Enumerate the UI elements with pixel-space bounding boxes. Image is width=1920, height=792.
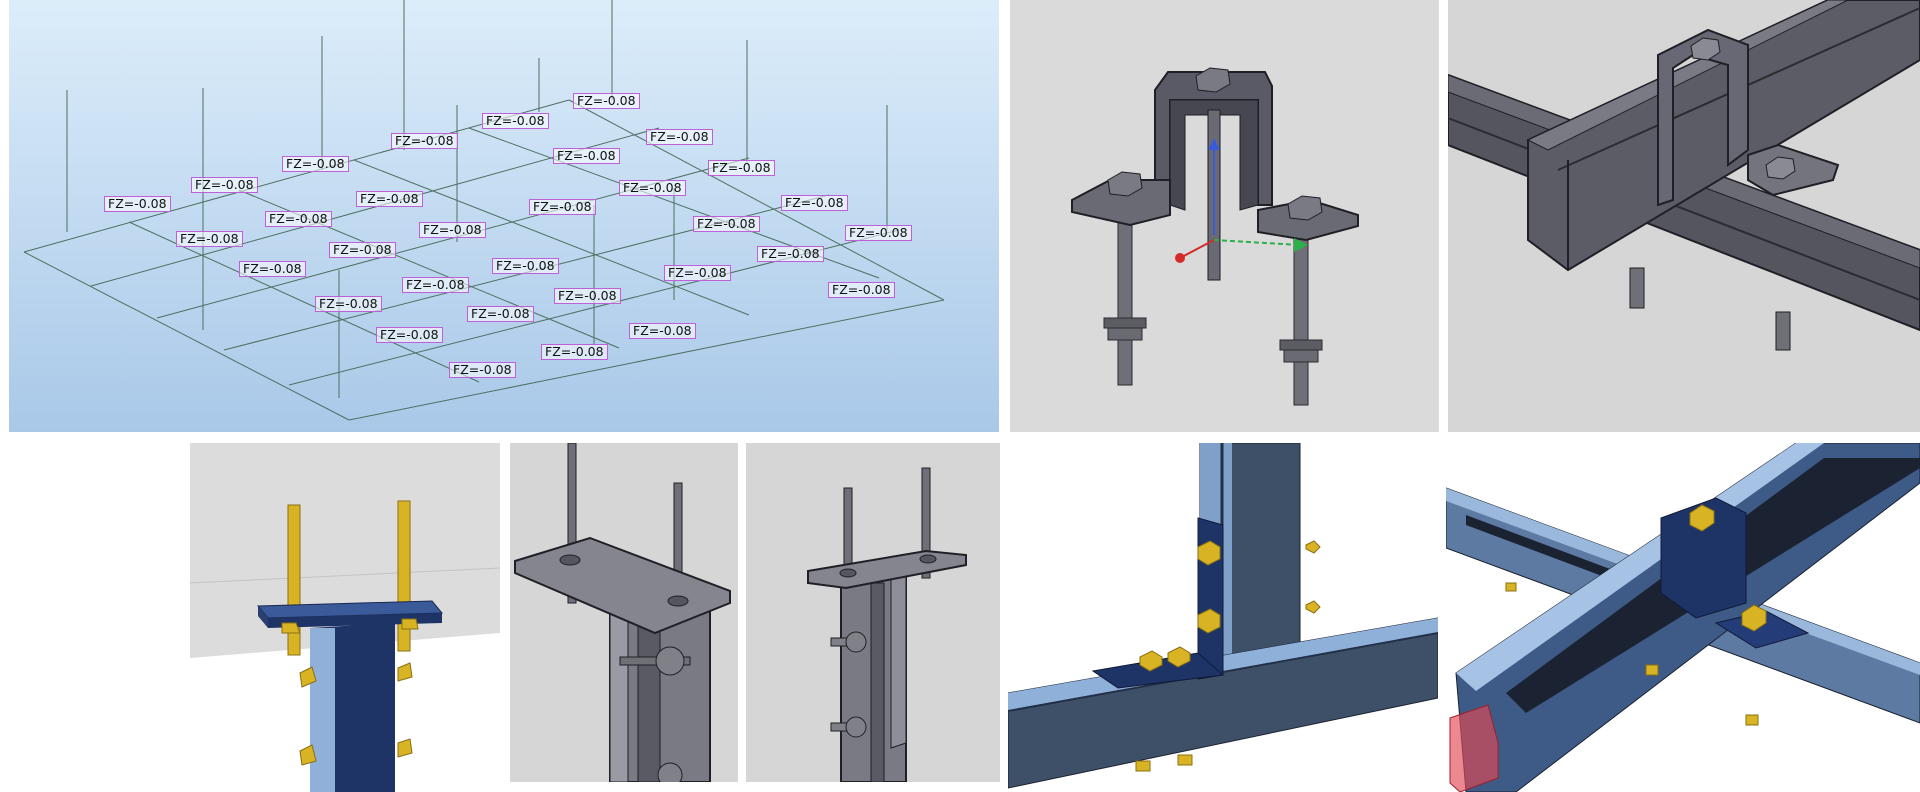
load-diagram-panel: FZ=-0.08 FZ=-0.08 FZ=-0.08 FZ=-0.08 FZ=-…	[9, 0, 999, 432]
load-label: FZ=-0.08	[449, 362, 516, 378]
load-label: FZ=-0.08	[629, 323, 696, 339]
anchor-bolt-left	[1117, 199, 1133, 386]
load-label: FZ=-0.08	[619, 180, 686, 196]
load-label: FZ=-0.08	[828, 282, 895, 298]
load-label: FZ=-0.08	[492, 258, 559, 274]
load-label: FZ=-0.08	[553, 148, 620, 164]
gray-column-base-side-panel	[746, 443, 1000, 782]
load-label: FZ=-0.08	[329, 242, 396, 258]
load-label: FZ=-0.08	[356, 191, 423, 207]
t-junction-drawing	[1008, 443, 1438, 789]
column-base-front-drawing	[514, 443, 731, 782]
upper-rail	[1527, 0, 1920, 272]
blue-t-junction-bracket-panel	[1008, 443, 1438, 792]
load-label: FZ=-0.08	[104, 196, 171, 212]
load-label: FZ=-0.08	[554, 288, 621, 304]
column-base-drawing	[190, 443, 501, 792]
load-label: FZ=-0.08	[693, 216, 760, 232]
load-label: FZ=-0.08	[529, 199, 596, 215]
blue-column-base-plate-panel	[190, 443, 501, 792]
blue-cross-junction-clamp-panel	[1446, 443, 1920, 792]
load-label: FZ=-0.08	[467, 306, 534, 322]
load-label: FZ=-0.08	[176, 231, 243, 247]
load-label: FZ=-0.08	[482, 113, 549, 129]
load-label: FZ=-0.08	[265, 211, 332, 227]
load-label: FZ=-0.08	[402, 277, 469, 293]
load-grid-drawing	[9, 0, 999, 432]
rail-clamp-drawing	[1448, 0, 1920, 351]
load-label: FZ=-0.08	[239, 261, 306, 277]
gray-bracket-with-bolts-panel	[1010, 0, 1439, 432]
load-label: FZ=-0.08	[845, 225, 912, 241]
load-label: FZ=-0.08	[282, 156, 349, 172]
load-label: FZ=-0.08	[541, 344, 608, 360]
load-label: FZ=-0.08	[757, 246, 824, 262]
load-label: FZ=-0.08	[391, 133, 458, 149]
load-label: FZ=-0.08	[376, 327, 443, 343]
load-label: FZ=-0.08	[708, 160, 775, 176]
load-label: FZ=-0.08	[646, 129, 713, 145]
load-label: FZ=-0.08	[419, 222, 486, 238]
bracket-drawing	[1071, 67, 1359, 406]
load-label: FZ=-0.08	[664, 265, 731, 281]
column-base-side-drawing	[807, 467, 967, 782]
gray-rail-clamp-panel	[1448, 0, 1920, 432]
load-label: FZ=-0.08	[573, 93, 640, 109]
cross-junction-drawing	[1446, 443, 1920, 792]
gray-column-base-front-panel	[510, 443, 738, 782]
load-label: FZ=-0.08	[781, 195, 848, 211]
load-label: FZ=-0.08	[191, 177, 258, 193]
load-label: FZ=-0.08	[315, 296, 382, 312]
